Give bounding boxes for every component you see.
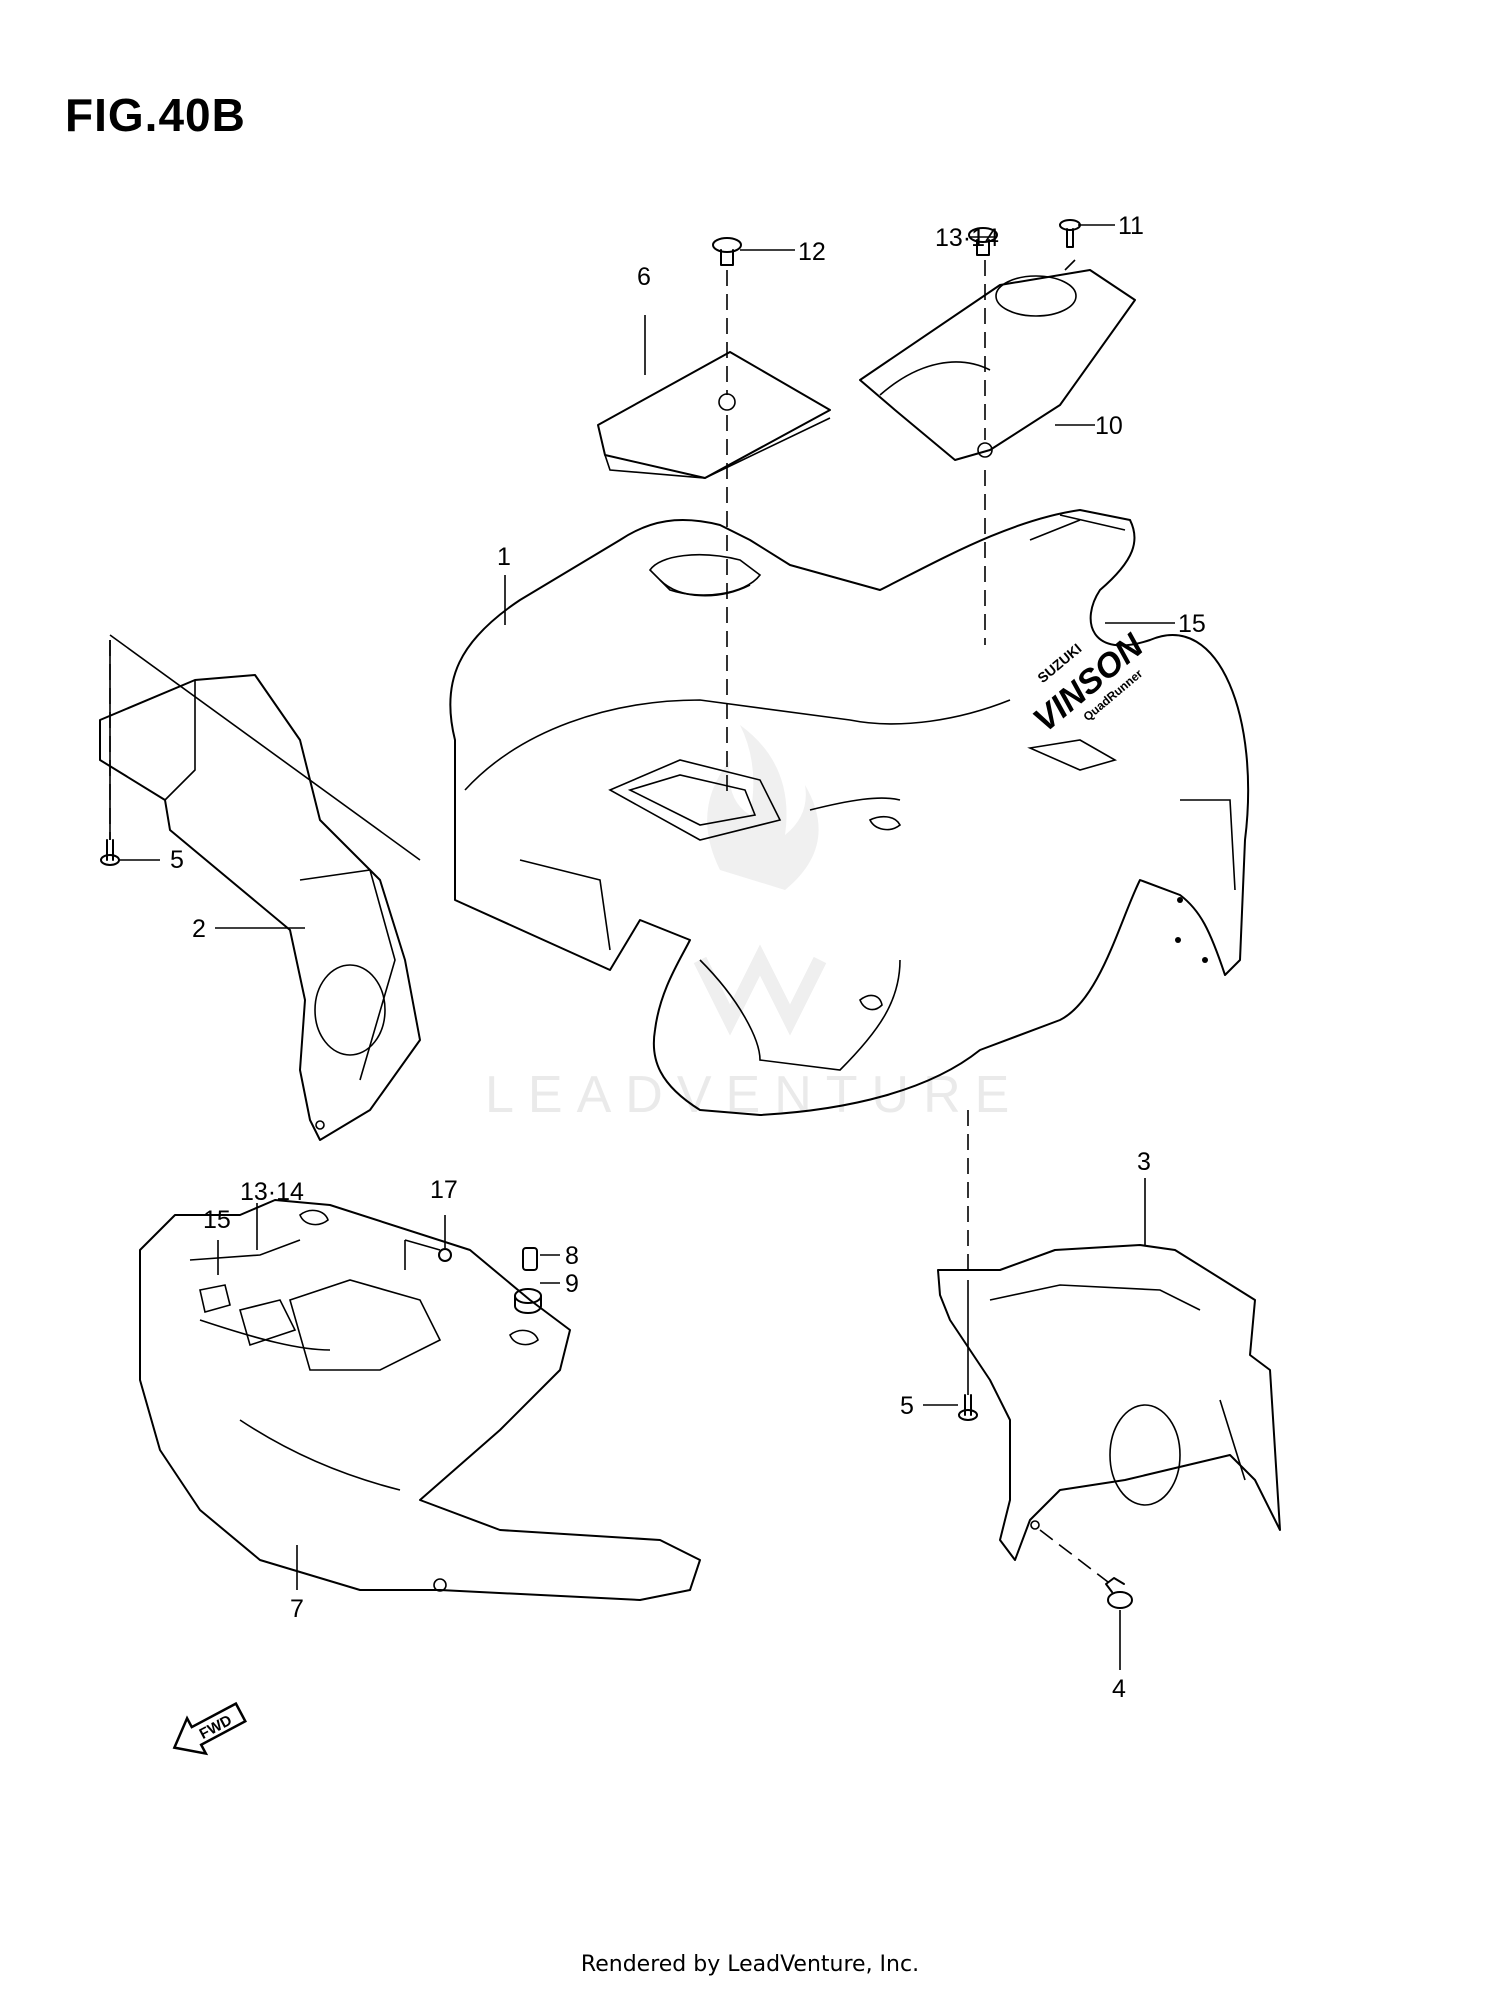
fwd-arrow-icon: FWD [172,1701,247,1756]
screw-5-right [958,1394,978,1421]
callout-11: 11 [1118,212,1144,240]
clip-12-right [968,227,998,256]
assembly-lines [109,260,1109,1583]
right-side-cover [937,1244,1281,1561]
collar-8 [522,1247,538,1271]
callout-3: 3 [1137,1148,1151,1176]
callout-6: 6 [637,263,651,291]
callout-2: 2 [192,915,206,943]
callout-16: 15 [203,1206,231,1234]
callout-5: 5 [900,1392,914,1420]
left-side-cover [99,674,421,1141]
callout-7: 7 [290,1595,304,1623]
callout-17: 17 [430,1176,458,1204]
callout-12: 12 [798,238,826,266]
front-fender: SUZUKI VINSON QuadRunner [449,509,1250,1116]
leader-lines [118,224,1175,1670]
vinson-decal: SUZUKI VINSON QuadRunner [1026,626,1151,740]
callout-9: 9 [565,1270,579,1298]
screw-11 [1059,219,1081,248]
fasteners [100,219,1133,1609]
callout-4: 4 [1112,1675,1126,1703]
callout-13-14: 15 [1178,610,1206,638]
callout-12: 13·14 [935,224,999,252]
figure-title: FIG.40B [65,89,246,141]
screw-5-left [100,839,120,866]
callout-5: 5 [170,846,184,874]
callout-1: 1 [497,543,511,571]
clip-12-left [712,237,742,266]
callout-8: 8 [565,1242,579,1270]
instrument-cover [859,259,1136,461]
callout-15: 13·14 [240,1178,304,1206]
nut-17 [438,1248,452,1262]
callout-labels: 12 13·14 11 6 10 1 15 5 2 3 17 13·14 16 … [170,212,1206,1703]
watermark: LEADVENTURE [485,725,1009,1124]
callout-10: 10 [1095,412,1123,440]
front-bumper [139,1199,701,1601]
storage-lid [597,351,831,479]
bolt-4 [1105,1577,1133,1609]
footer-credit: Rendered by LeadVenture, Inc. [580,1952,920,1977]
grommet-9 [514,1288,542,1314]
